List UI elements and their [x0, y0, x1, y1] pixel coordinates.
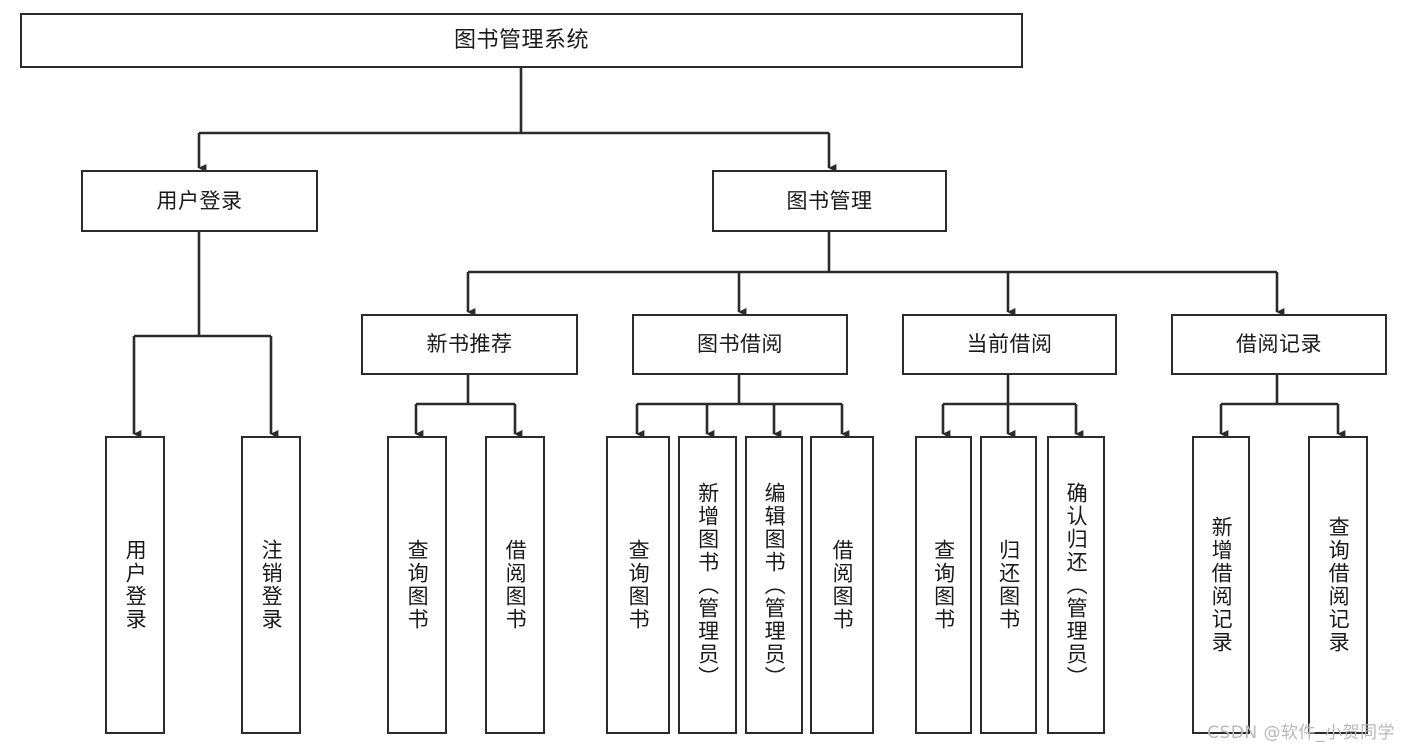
node-label: 新增借阅记录: [1209, 516, 1234, 654]
node-leaf-2[interactable]: 查询图书: [387, 436, 447, 734]
node-label: 查询图书: [405, 539, 430, 631]
node-label: 图书管理: [786, 188, 873, 213]
node-leaf-11[interactable]: 新增借阅记录: [1192, 436, 1250, 734]
node-leaf-10[interactable]: 确认归还（管理员）: [1047, 436, 1105, 734]
node-label: 归还图书: [996, 539, 1021, 631]
node-level3-3[interactable]: 借阅记录: [1171, 314, 1387, 375]
node-label: 借阅图书: [503, 539, 528, 631]
node-leaf-3[interactable]: 借阅图书: [485, 436, 545, 734]
node-level3-2[interactable]: 当前借阅: [902, 314, 1117, 375]
node-level3-1[interactable]: 图书借阅: [632, 314, 848, 375]
node-leaf-12[interactable]: 查询借阅记录: [1308, 436, 1368, 734]
node-label: 查询图书: [626, 539, 651, 631]
node-leaf-6[interactable]: 编辑图书（管理员）: [745, 436, 803, 734]
node-label: 编辑图书（管理员）: [762, 481, 787, 689]
node-leaf-7[interactable]: 借阅图书: [810, 436, 874, 734]
node-label: 新增图书（管理员）: [695, 481, 720, 689]
node-label: 图书管理系统: [453, 27, 589, 53]
node-leaf-1[interactable]: 注销登录: [241, 436, 301, 734]
node-label: 图书借阅: [697, 332, 783, 357]
node-label: 新书推荐: [426, 332, 513, 357]
node-level2-0[interactable]: 用户登录: [81, 170, 318, 232]
node-leaf-8[interactable]: 查询图书: [915, 436, 972, 734]
node-label: 借阅记录: [1236, 332, 1322, 357]
node-label: 用户登录: [123, 539, 148, 631]
node-leaf-0[interactable]: 用户登录: [105, 436, 165, 734]
node-leaf-4[interactable]: 查询图书: [606, 436, 670, 734]
node-root[interactable]: 图书管理系统: [20, 13, 1023, 68]
node-label: 借阅图书: [830, 539, 855, 631]
node-label: 查询借阅记录: [1326, 516, 1351, 654]
node-label: 当前借阅: [966, 332, 1053, 357]
node-leaf-9[interactable]: 归还图书: [980, 436, 1037, 734]
node-label: 查询图书: [931, 539, 956, 631]
node-label: 用户登录: [156, 188, 243, 213]
node-level3-0[interactable]: 新书推荐: [361, 314, 578, 375]
node-label: 注销登录: [259, 539, 284, 631]
node-leaf-5[interactable]: 新增图书（管理员）: [678, 436, 737, 734]
node-level2-1[interactable]: 图书管理: [712, 170, 947, 232]
node-label: 确认归还（管理员）: [1064, 481, 1089, 689]
